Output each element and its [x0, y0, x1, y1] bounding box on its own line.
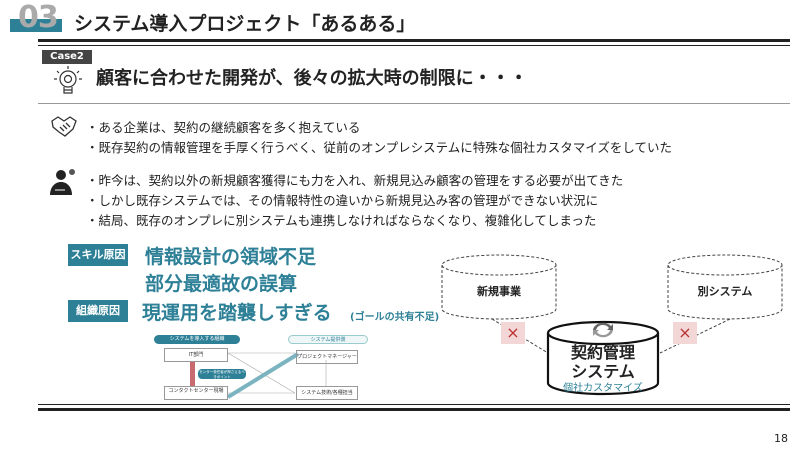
main-system-label: 契約管理 システム	[548, 343, 658, 381]
mini-it-dept: IT部門	[164, 348, 228, 362]
system-diagram-shapes	[441, 254, 783, 396]
divider	[38, 103, 790, 104]
org-cause-label: 組織原因	[68, 300, 128, 322]
person-presenting-icon	[50, 169, 75, 195]
skill-cause-label: スキル原因	[68, 244, 128, 266]
section-number: 03	[18, 0, 59, 35]
mini-right-header: システム提供側	[288, 335, 368, 344]
divider	[38, 408, 790, 411]
page-title: システム導入プロジェクト「あるある」	[74, 13, 416, 35]
case-badge: Case2	[42, 50, 92, 64]
page-number: 18	[774, 432, 788, 445]
org-cause-note: (ゴールの共有不足)	[350, 312, 440, 323]
skill-cause-text: 情報設計の領域不足	[145, 246, 317, 268]
mini-tech: システム技術/各種担当	[296, 386, 358, 400]
divider	[38, 45, 790, 46]
lightbulb-gear-icon	[54, 66, 82, 94]
mini-diagram-lines	[190, 352, 327, 399]
mini-left-header: システムを導入する組織	[154, 335, 240, 344]
bullet-text: ・昨今は、契約以外の新規顧客獲得にも力を入れ、新規見込み顧客の管理をする必要が出…	[86, 173, 624, 188]
x-mark-icon: ×	[501, 322, 525, 344]
skill-cause-text: 部分最適故の誤算	[145, 273, 298, 295]
case-heading: 顧客に合わせた開発が、後々の拡大時の制限に・・・	[96, 68, 528, 89]
main-system-sub: 個社カスタマイズ	[563, 383, 643, 394]
handshake-icon	[51, 116, 77, 137]
mini-pm: プロジェクトマネージャー	[296, 350, 358, 364]
divider	[38, 39, 790, 42]
main-system-line2: システム	[571, 362, 635, 381]
divider	[38, 404, 790, 405]
new-business-db-label: 新規事業	[477, 285, 521, 298]
main-system-line1: 契約管理	[570, 343, 635, 362]
other-system-db-label: 別システム	[697, 285, 753, 298]
mini-callout: センター責任者が押さえるべきポイント	[198, 369, 246, 379]
section-number-band	[10, 19, 62, 32]
mini-contact-center: コンタクトセンター現場	[164, 386, 228, 400]
bullet-text: ・ある企業は、契約の継続顧客を多く抱えている	[86, 120, 361, 135]
org-cause-text: 現運用を踏襲しすぎる	[142, 302, 332, 324]
sync-icon	[593, 322, 613, 338]
bullet-text: ・既存契約の情報管理を手厚く行うべく、従前のオンプレシステムに特殊な個社カスタマ…	[86, 140, 673, 155]
x-mark-icon: ×	[673, 322, 697, 344]
bullet-text: ・結局、既存のオンプレに別システムも連携しなければならなくなり、複雑化してしまっ…	[86, 213, 597, 228]
bullet-text: ・しかし既存システムでは、その情報特性の違いから新規見込み客の管理ができない状況…	[86, 193, 599, 208]
